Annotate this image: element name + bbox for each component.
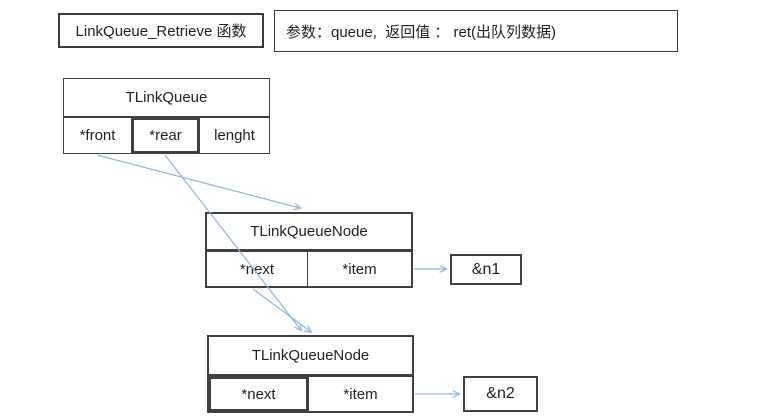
node1-struct: TLinkQueueNode *next *item <box>205 212 413 288</box>
params-box: 参数：queue, 返回值 ： ret(出队列数据) <box>274 10 678 52</box>
n1-label: &n1 <box>471 260 501 278</box>
tlinkqueue-struct: TLinkQueue *front *rear lenght <box>63 78 270 154</box>
arrow-node1-next-to-node2 <box>252 288 311 332</box>
node1-title: TLinkQueueNode <box>207 214 411 251</box>
node2-struct: TLinkQueueNode *next *item <box>207 335 414 413</box>
node2-fields-row: *next *item <box>209 376 412 411</box>
function-name-box: LinkQueue_Retrieve 函数 <box>58 13 264 48</box>
n1-data-box: &n1 <box>450 254 522 285</box>
n2-data-box: &n2 <box>463 376 538 412</box>
node2-title: TLinkQueueNode <box>209 337 412 376</box>
node2-field-item: *item <box>308 376 412 411</box>
tlinkqueue-title: TLinkQueue <box>64 79 269 117</box>
n2-label: &n2 <box>486 385 515 402</box>
node1-field-item: *item <box>307 251 411 286</box>
function-name-label: LinkQueue_Retrieve 函数 <box>75 23 247 40</box>
queue-field-lenght: lenght <box>199 117 269 153</box>
params-label: 参数：queue, 返回值 ： ret(出队列数据) <box>286 23 557 41</box>
node1-field-next: *next <box>207 251 307 286</box>
arrow-front-to-node1 <box>96 154 300 208</box>
tlinkqueue-fields-row: *front *rear lenght <box>64 117 269 153</box>
node1-fields-row: *next *item <box>207 251 411 286</box>
queue-field-rear: *rear <box>131 117 199 153</box>
node2-field-next: *next <box>209 376 308 411</box>
queue-field-front: *front <box>64 117 131 153</box>
